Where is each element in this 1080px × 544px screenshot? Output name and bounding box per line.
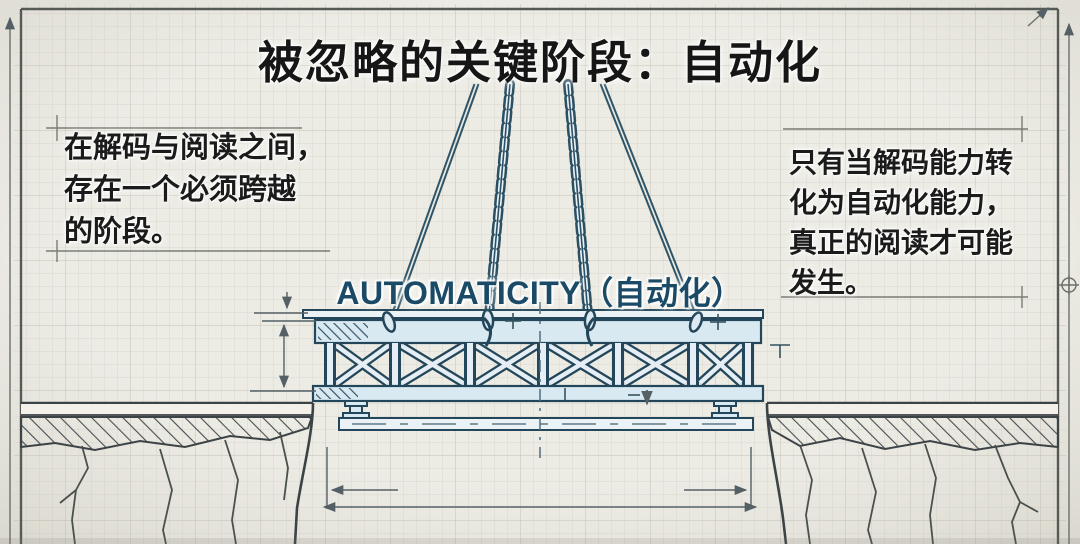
left-cable — [387, 83, 480, 325]
truss-bridge — [302, 309, 765, 431]
sketch-marks — [505, 313, 790, 406]
right-note-line: 真正的阅读才可能 — [789, 227, 1014, 258]
right-note: 只有当解码能力转 化为自动化能力， 真正的阅读才可能 发生。 — [789, 143, 1013, 303]
bottom-edge-shade — [0, 538, 1080, 544]
right-note-line: 发生。 — [789, 267, 874, 298]
height-dimension — [250, 292, 316, 392]
right-note-line: 只有当解码能力转 — [789, 147, 1014, 178]
right-cliff-cracks — [799, 443, 1039, 544]
crane-rigging — [387, 79, 701, 331]
frame-border — [19, 7, 1060, 544]
left-note: 在解码与阅读之间， 存在一个必须跨越 的阶段。 — [64, 127, 325, 253]
left-note-line: 在解码与阅读之间， — [64, 132, 326, 164]
left-cliff — [20, 401, 315, 544]
truss-posts — [324, 343, 754, 386]
bottom-chord — [311, 384, 765, 403]
right-note-line: 化为自动化能力， — [789, 187, 1014, 218]
rigging-hooks — [381, 308, 704, 347]
margin-dimension-lines — [4, 7, 1079, 544]
right-chain — [563, 79, 594, 331]
left-note-line: 存在一个必须跨越 — [64, 174, 297, 206]
bridge-feet — [342, 400, 739, 419]
bridge-label: AUTOMATICITY（自动化） — [336, 275, 744, 311]
left-cliff-cracks — [59, 431, 289, 544]
left-chain — [483, 79, 515, 331]
truss-x-braces — [334, 342, 745, 387]
left-note-line: 的阶段。 — [64, 216, 181, 248]
top-rail — [302, 309, 764, 319]
span-dimensions — [322, 447, 758, 513]
right-cable — [599, 83, 701, 325]
note-guidelines — [46, 115, 1028, 308]
right-cliff — [765, 401, 1059, 544]
page-title: 被忽略的关键阶段：自动化 — [257, 37, 822, 88]
